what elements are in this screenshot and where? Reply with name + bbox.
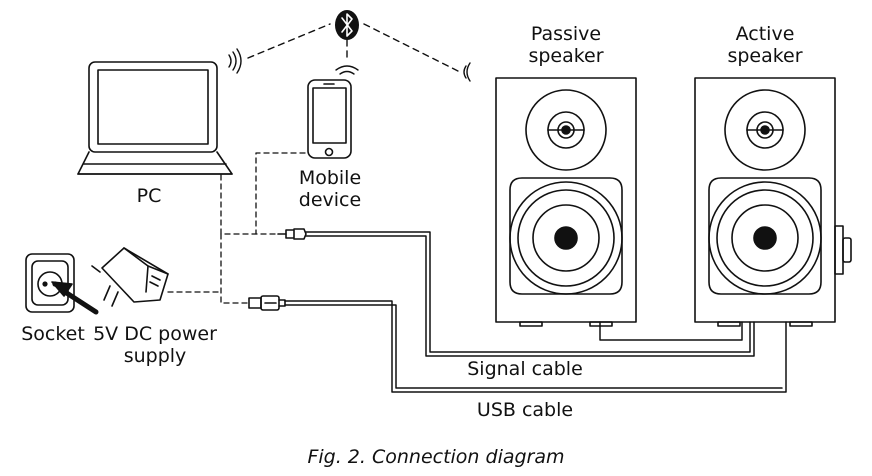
passive-speaker-label: Passive speaker bbox=[528, 23, 604, 67]
mobile-device-label: Mobile device bbox=[298, 167, 362, 211]
power-supply-label: 5V DC power supply bbox=[93, 323, 217, 367]
usb-plug bbox=[248, 295, 286, 311]
power-adapter bbox=[91, 247, 169, 307]
signal-cable bbox=[305, 231, 755, 357]
wireless-wave-icon bbox=[228, 48, 471, 82]
bluetooth-links bbox=[247, 23, 461, 73]
passive-speaker bbox=[495, 77, 637, 327]
signal-cable-label: Signal cable bbox=[467, 358, 583, 380]
active-speaker-label: Active speaker bbox=[727, 23, 803, 67]
socket-label: Socket bbox=[21, 323, 85, 345]
pc-label: PC bbox=[136, 185, 162, 207]
plug-in-arrow-icon bbox=[51, 281, 99, 315]
figure-caption: Fig. 2. Connection diagram bbox=[307, 446, 565, 468]
audio-jack-plug bbox=[277, 228, 307, 240]
mobile-device bbox=[307, 79, 352, 159]
usb-cable-label: USB cable bbox=[476, 399, 574, 421]
bluetooth-icon bbox=[335, 10, 359, 40]
speaker-link-cable bbox=[599, 321, 743, 341]
pc-laptop bbox=[77, 61, 233, 175]
active-speaker bbox=[694, 77, 852, 327]
audio-dashed-links bbox=[167, 152, 306, 304]
usb-cable bbox=[284, 300, 787, 393]
